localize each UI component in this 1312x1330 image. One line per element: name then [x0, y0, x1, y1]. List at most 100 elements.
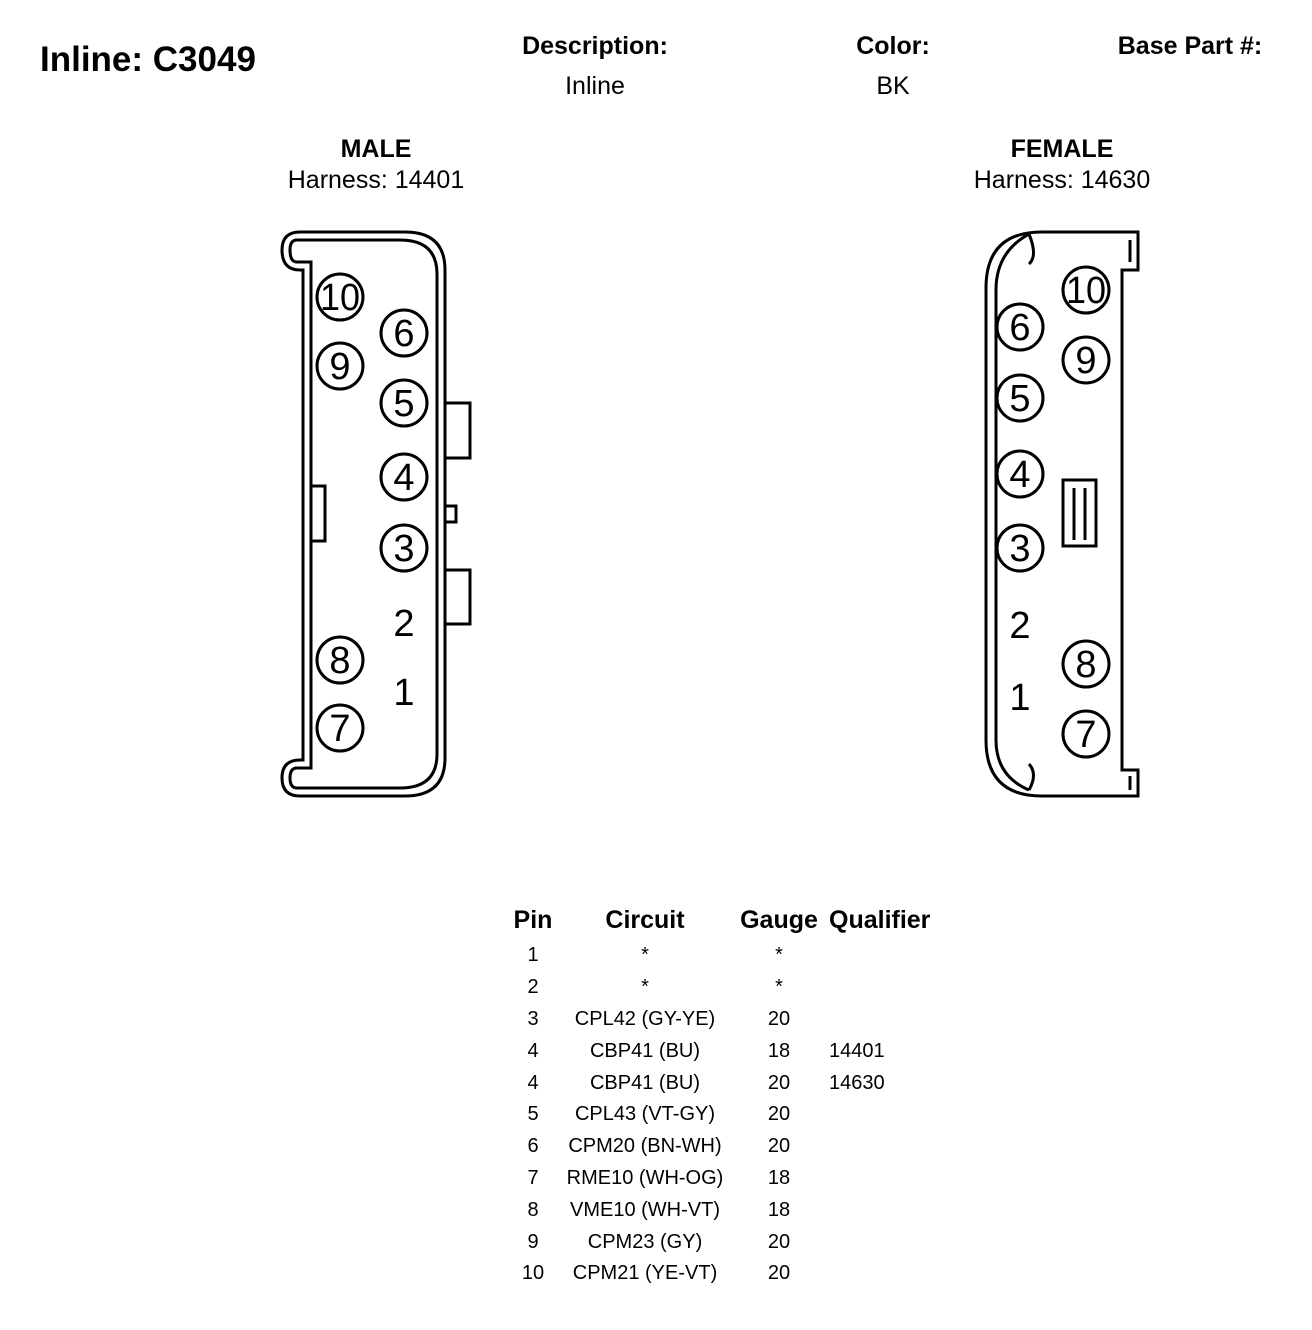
female-pin-label: 3 [1009, 528, 1030, 570]
male-pin-3: 3 [379, 523, 429, 573]
gauge-cell: 20 [767, 1103, 791, 1126]
male-harness-label: Harness: 14401 [287, 166, 465, 194]
female-pin-4: 4 [995, 449, 1045, 499]
female-pin-label: 9 [1075, 340, 1096, 382]
qualifier-cell [829, 1194, 949, 1226]
gauge-cell: 20 [767, 1007, 791, 1030]
male-pin-8: 8 [315, 635, 365, 685]
connector-diagram: 10 9 8 7 6 5 4 3 2 1 [280, 230, 1140, 798]
female-connector-body [984, 230, 1140, 798]
table-row: 10 CPM21 (YE-VT) 20 [505, 1258, 949, 1290]
pin-cell: 4 [527, 1039, 539, 1062]
pin-cell: 1 [527, 944, 539, 967]
description-label: Description: [522, 32, 668, 60]
color-value: BK [876, 72, 910, 100]
male-pin-6: 6 [379, 308, 429, 358]
qualifier-cell [829, 1131, 949, 1163]
table-row: 4 CBP41 (BU) 20 14630 [505, 1067, 949, 1099]
gauge-column-header: Gauge [740, 905, 818, 934]
qualifier-cell [829, 1226, 949, 1258]
pin-cell: 5 [527, 1103, 539, 1126]
qualifier-column-header: Qualifier [829, 905, 931, 934]
female-pin-label: 8 [1075, 644, 1096, 686]
female-pin-label: 6 [1009, 307, 1030, 349]
male-pin-label: 10 [320, 277, 360, 319]
male-pin-label: 9 [329, 346, 350, 388]
table-row: 9 CPM23 (GY) 20 [505, 1226, 949, 1258]
male-pin-label: 3 [393, 528, 414, 570]
male-connector-title: MALE [340, 135, 412, 163]
gauge-cell: 20 [767, 1262, 791, 1285]
page-title: Inline: C3049 [40, 40, 256, 79]
qualifier-cell: 14401 [829, 1039, 885, 1062]
male-pin-label: 7 [329, 708, 350, 750]
gauge-cell: 18 [767, 1166, 791, 1189]
male-pin-10: 10 [315, 272, 365, 322]
male-pin-label: 4 [393, 457, 414, 499]
base-part-label: Base Part #: [1117, 32, 1263, 60]
female-harness-label: Harness: 14630 [973, 166, 1151, 194]
circuit-cell: CBP41 (BU) [589, 1071, 701, 1094]
female-pin-2: 2 [1009, 605, 1030, 647]
circuit-column-header: Circuit [605, 905, 685, 934]
male-pin-label: 6 [393, 313, 414, 355]
qualifier-cell [829, 1163, 949, 1195]
circuit-cell: CPM21 (YE-VT) [572, 1262, 718, 1285]
gauge-cell: 20 [767, 1071, 791, 1094]
qualifier-cell [829, 1099, 949, 1131]
circuit-cell: * [641, 944, 649, 967]
pin-cell: 3 [527, 1007, 539, 1030]
male-pin-label: 8 [329, 640, 350, 682]
pin-cell: 2 [527, 976, 539, 999]
gauge-cell: 20 [767, 1230, 791, 1253]
female-pin-9: 9 [1061, 335, 1111, 385]
color-label: Color: [856, 32, 930, 60]
female-pin-6: 6 [995, 302, 1045, 352]
female-connector-title: FEMALE [1010, 135, 1114, 163]
pin-cell: 10 [521, 1262, 545, 1285]
female-pin-5: 5 [995, 373, 1045, 423]
male-pin-5: 5 [379, 378, 429, 428]
circuit-cell: RME10 (WH-OG) [566, 1166, 724, 1189]
pin-cell: 8 [527, 1198, 539, 1221]
male-connector-body [280, 230, 472, 798]
circuit-cell: * [641, 976, 649, 999]
pin-cell: 4 [527, 1071, 539, 1094]
circuit-cell: CPM23 (GY) [587, 1230, 703, 1253]
female-pin-7: 7 [1061, 709, 1111, 759]
qualifier-cell [829, 972, 949, 1004]
male-pin-9: 9 [315, 341, 365, 391]
female-pin-10: 10 [1061, 265, 1111, 315]
table-row: 2** [505, 972, 949, 1004]
female-pin-1: 1 [1009, 677, 1030, 719]
pin-cell: 9 [527, 1230, 539, 1253]
qualifier-cell: 14630 [829, 1071, 885, 1094]
male-pin-4: 4 [379, 452, 429, 502]
circuit-cell: VME10 (WH-VT) [570, 1198, 720, 1221]
qualifier-cell [829, 1258, 949, 1290]
female-pin-3: 3 [995, 523, 1045, 573]
circuit-cell: CBP41 (BU) [589, 1039, 701, 1062]
gauge-cell: 20 [767, 1135, 791, 1158]
pin-cell: 6 [527, 1135, 539, 1158]
male-pin-2: 2 [393, 603, 414, 645]
female-pin-label: 7 [1075, 714, 1096, 756]
female-pin-label: 4 [1009, 454, 1030, 496]
male-pin-7: 7 [315, 703, 365, 753]
pin-column-header: Pin [513, 905, 553, 934]
male-pin-label: 5 [393, 383, 414, 425]
female-pins: 10 9 8 7 6 5 4 3 2 1 [995, 265, 1111, 759]
table-row: 1** [505, 940, 949, 972]
pinout-header-row: Pin Circuit Gauge Qualifier [505, 900, 949, 940]
description-value: Inline [565, 72, 625, 100]
qualifier-cell [829, 1004, 949, 1036]
female-pin-label: 5 [1009, 378, 1030, 420]
male-pin-1: 1 [393, 672, 414, 714]
